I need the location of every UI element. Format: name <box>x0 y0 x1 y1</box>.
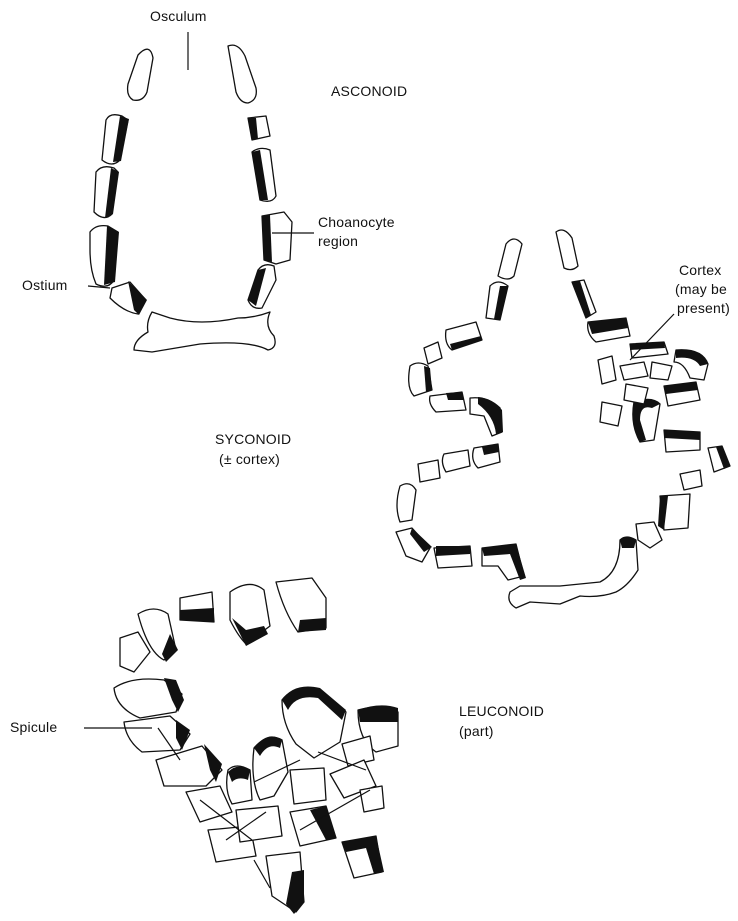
cortex-label-line3: present) <box>677 300 730 317</box>
leuconoid-cell <box>290 768 326 804</box>
syconoid-cell <box>424 342 442 364</box>
choanocyte-layer <box>446 392 464 400</box>
choanocyte-layer <box>180 608 214 622</box>
leuconoid-subtitle: (part) <box>459 723 494 740</box>
choanocyte-label-line2: region <box>318 233 358 250</box>
cortex-cell <box>600 402 622 426</box>
leuconoid-cell <box>186 786 232 822</box>
syconoid-subtitle: (± cortex) <box>219 451 280 468</box>
spicule-label: Spicule <box>10 719 57 736</box>
leuconoid-title: LEUCONOID <box>459 703 544 720</box>
asconoid-figure <box>88 32 314 352</box>
ostium-label: Ostium <box>22 277 68 294</box>
cortex-cell <box>624 384 648 404</box>
syconoid-cell <box>680 470 702 490</box>
asconoid-cell <box>228 45 256 103</box>
leuconoid-cell <box>360 786 384 812</box>
leuconoid-cell <box>342 736 374 766</box>
asconoid-cell <box>128 49 153 100</box>
cortex-label-line1: Cortex <box>679 262 721 279</box>
asconoid-base-spicule <box>134 312 275 352</box>
asconoid-title: ASCONOID <box>331 83 407 100</box>
cortex-cell <box>620 362 648 380</box>
osculum-label: Osculum <box>150 8 207 25</box>
syconoid-title: SYCONOID <box>215 431 291 448</box>
syconoid-base-spicule <box>509 537 638 608</box>
leuconoid-figure <box>84 578 398 914</box>
leuconoid-cell <box>120 632 150 672</box>
cortex-cell <box>650 362 672 380</box>
choanocyte-layer <box>298 618 326 632</box>
syconoid-cell <box>418 460 440 482</box>
cortex-label-line2: (may be <box>675 281 727 298</box>
syconoid-cell <box>397 484 416 522</box>
leuconoid-cell <box>236 806 282 842</box>
cortex-cell <box>598 356 616 384</box>
syconoid-cell <box>442 450 470 472</box>
choanocyte-layer <box>358 705 398 722</box>
choanocyte-label-line1: Choanocyte <box>318 214 395 231</box>
syconoid-cell <box>498 239 522 279</box>
syconoid-cell <box>556 230 578 270</box>
